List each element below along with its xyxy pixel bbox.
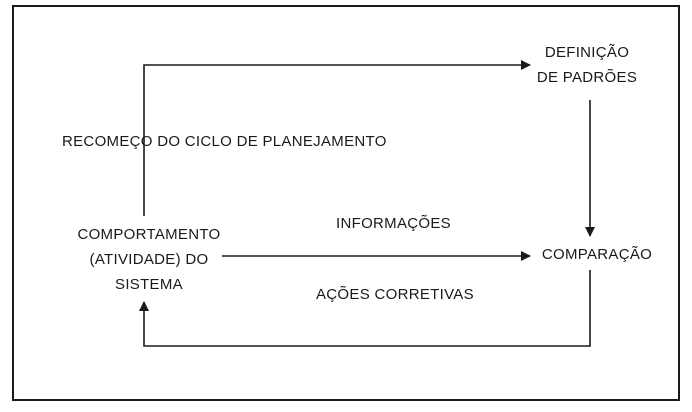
node-definicao-line-2: DE PADRÕES bbox=[536, 69, 638, 86]
node-comportamento-line-3: SISTEMA bbox=[115, 276, 183, 293]
edge-label-informacoes: INFORMAÇÕES bbox=[336, 215, 451, 232]
diagram-frame bbox=[12, 5, 680, 401]
edge-recomeco-arrow bbox=[143, 60, 531, 216]
node-comportamento-do-sistema: COMPORTAMENTO (ATIVIDADE) DO SISTEMA bbox=[60, 222, 238, 297]
node-comportamento-line-2: (ATIVIDADE) DO bbox=[89, 251, 209, 268]
edge-label-acoes-corretivas: AÇÕES CORRETIVAS bbox=[316, 286, 474, 303]
node-comparacao-line-1: COMPARAÇÃO bbox=[541, 246, 653, 263]
node-definicao-line-1: DEFINIÇÃO bbox=[544, 44, 630, 61]
node-comportamento-line-1: COMPORTAMENTO bbox=[77, 226, 221, 243]
edge-label-recomeco: RECOMEÇO DO CICLO DE PLANEJAMENTO bbox=[62, 133, 387, 150]
node-comparacao: COMPARAÇÃO bbox=[530, 242, 664, 267]
node-definicao-de-padroes: DEFINIÇÃO DE PADRÕES bbox=[522, 40, 652, 90]
edge-acoes-arrow bbox=[139, 270, 591, 347]
